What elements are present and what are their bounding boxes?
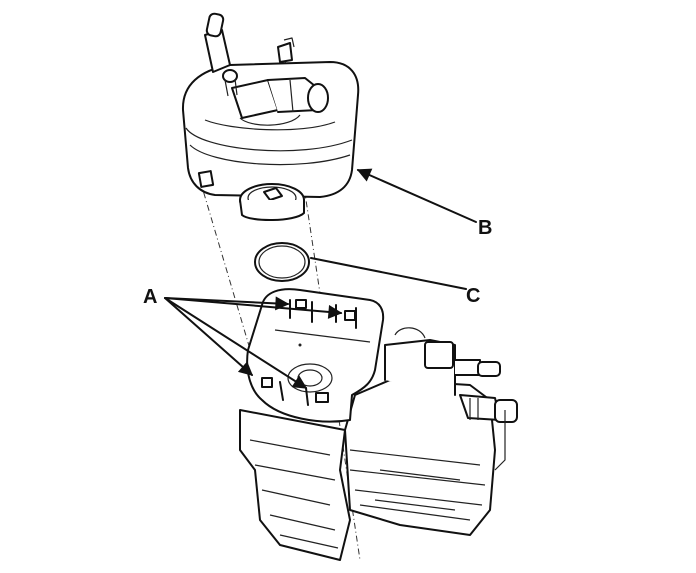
callout-leaders (164, 168, 477, 389)
callout-label-b: B (478, 217, 493, 239)
leader-b (356, 168, 477, 223)
callout-label-c: C (466, 285, 481, 307)
leader-a2 (164, 297, 343, 319)
leader-a4 (164, 297, 308, 389)
canister-body (239, 327, 518, 561)
leader-a3 (164, 297, 254, 376)
leader-c (310, 257, 467, 290)
upper-housing (181, 12, 360, 222)
callout-label-a: A (143, 286, 158, 308)
o-ring (254, 242, 310, 282)
